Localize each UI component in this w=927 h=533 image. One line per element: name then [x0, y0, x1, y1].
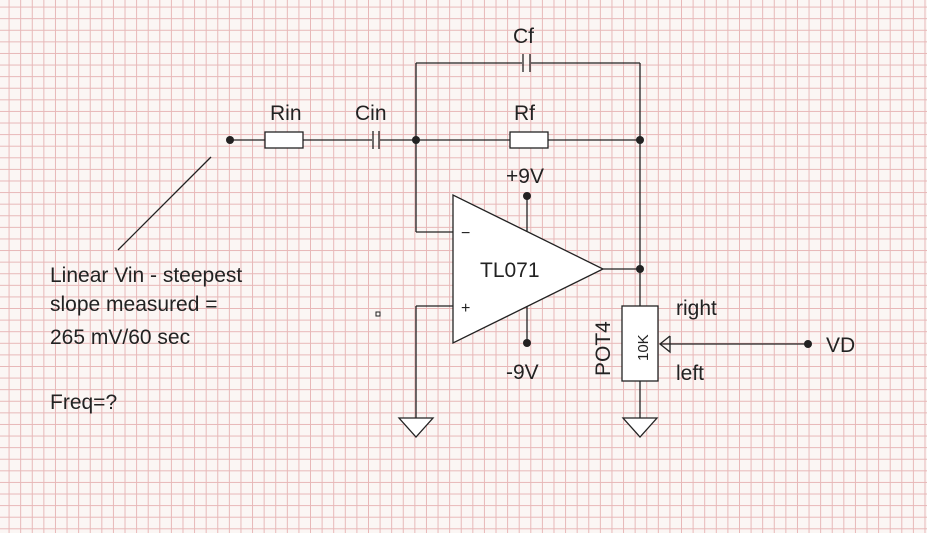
- node-a-dot: [412, 136, 420, 144]
- annotation-question: Freq=?: [50, 391, 117, 414]
- cin-label: Cin: [355, 102, 387, 125]
- input-terminal-dot: [226, 136, 234, 144]
- noninverting-pin-label: +: [461, 300, 470, 317]
- vd-terminal-dot: [804, 340, 812, 348]
- rin-label: Rin: [270, 102, 302, 125]
- annotation-line-2: slope measured =: [50, 293, 218, 316]
- rin-resistor: [264, 131, 304, 149]
- neg-supply-label: -9V: [506, 361, 539, 384]
- pos-supply-dot: [523, 192, 531, 200]
- annotation-line-3: 265 mV/60 sec: [50, 326, 190, 349]
- vd-label: VD: [826, 334, 855, 357]
- pot4-body: [621, 305, 659, 382]
- ground-symbol-right: [621, 417, 659, 438]
- pot-left-label: left: [676, 362, 704, 385]
- annotation-pointer: [117, 156, 212, 251]
- output-node-dot: [636, 265, 644, 273]
- opamp-tl071: [452, 193, 605, 345]
- rf-resistor: [509, 131, 549, 149]
- marker-square: [375, 311, 381, 317]
- annotation-line-1: Linear Vin - steepest: [50, 264, 242, 287]
- pot-value-label: 10K: [635, 334, 652, 361]
- wiper-arrow: [658, 335, 671, 354]
- pos-supply-label: +9V: [506, 165, 544, 188]
- inverting-pin-label: −: [461, 225, 470, 242]
- neg-supply-dot: [523, 339, 531, 347]
- node-b-dot: [636, 136, 644, 144]
- rf-label: Rf: [514, 102, 535, 125]
- pot4-label: POT4: [592, 321, 615, 376]
- pot-right-label: right: [676, 297, 717, 320]
- ground-symbol-left: [397, 417, 435, 438]
- opamp-label: TL071: [480, 259, 540, 282]
- cf-label: Cf: [513, 25, 534, 48]
